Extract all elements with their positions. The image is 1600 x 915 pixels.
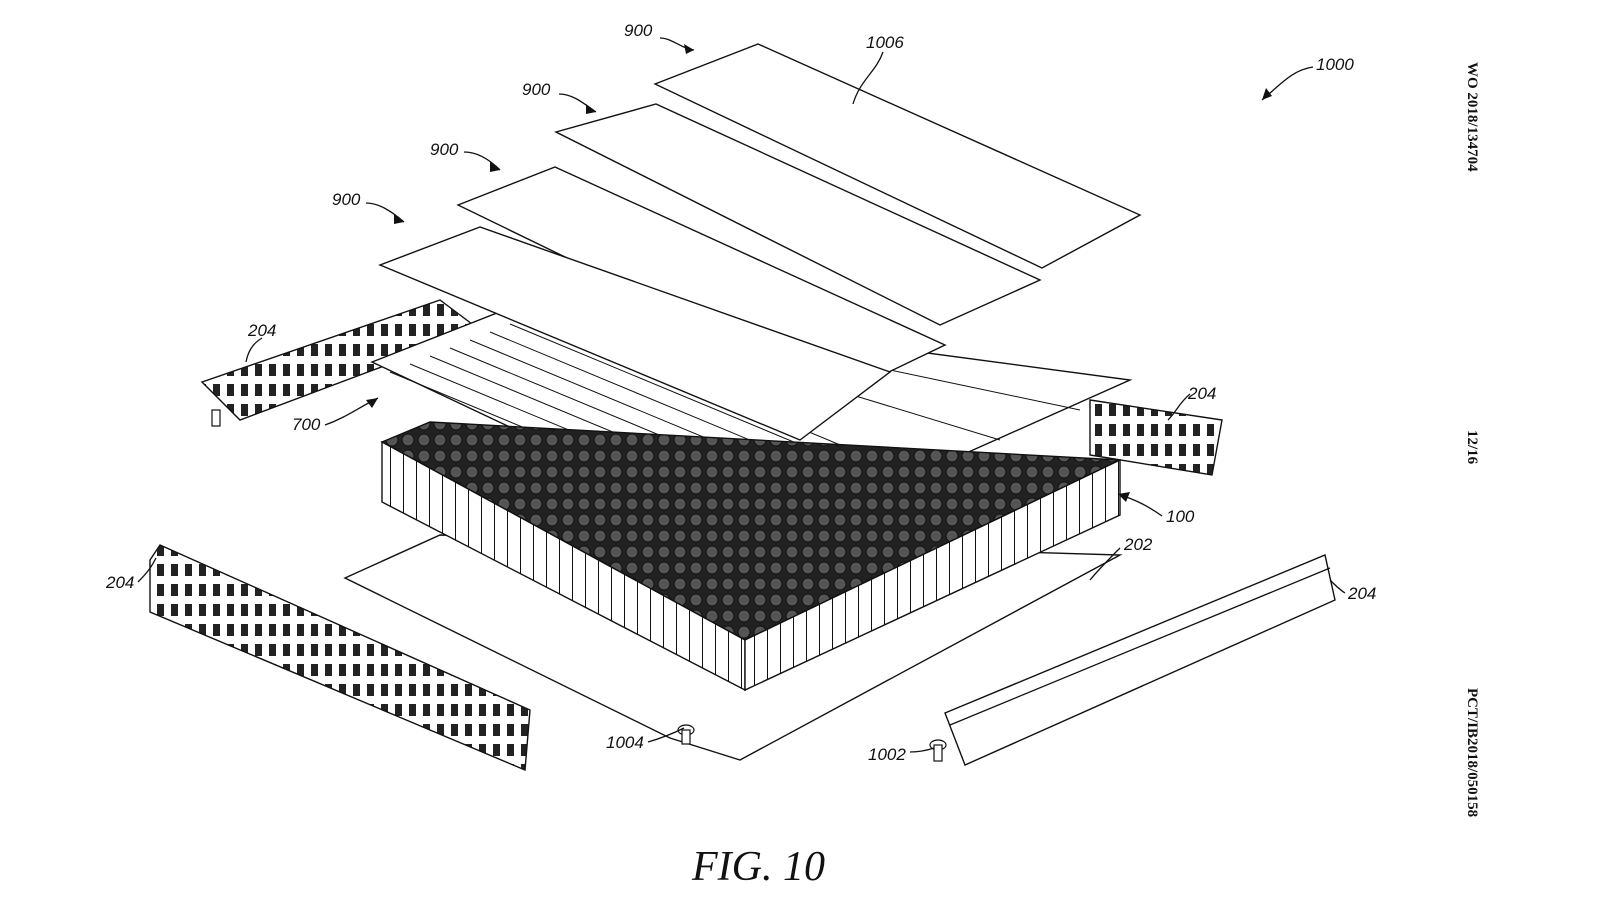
label-204-d: 204 (1347, 584, 1376, 603)
fastener-left-rail (211, 409, 221, 427)
label-700: 700 (292, 415, 321, 434)
fastener-1004 (677, 724, 695, 745)
label-100: 100 (1166, 507, 1195, 526)
leader-lines (137, 37, 1346, 753)
label-1000: 1000 (1316, 55, 1354, 74)
cover-plate-4 (378, 226, 892, 441)
top-cover-plate (653, 43, 1142, 269)
label-1004: 1004 (606, 733, 644, 752)
side-rail-right-lower (944, 554, 1336, 766)
side-rail-left-lower (149, 544, 531, 772)
sheet-number: 12/16 (1464, 430, 1480, 465)
label-204-c: 204 (105, 573, 134, 592)
label-1002: 1002 (868, 745, 906, 764)
side-rail-right-upper (1089, 399, 1223, 476)
label-900-a: 900 (624, 21, 653, 40)
cover-plate-2 (554, 103, 1042, 326)
label-1006: 1006 (866, 33, 904, 52)
label-202: 202 (1123, 535, 1153, 554)
label-900-c: 900 (430, 140, 459, 159)
application-number: PCT/IB2018/050158 (1464, 688, 1480, 817)
fastener-1002 (929, 739, 947, 762)
label-204-a: 204 (247, 321, 276, 340)
label-204-b: 204 (1187, 384, 1216, 403)
cell-array-front-right (744, 458, 1121, 692)
publication-number: WO 2018/134704 (1464, 62, 1480, 172)
label-900-d: 900 (332, 190, 361, 209)
leader-arrowheads (366, 44, 1272, 502)
rail-edge-line (949, 567, 1331, 726)
figure-caption: FIG. 10 (691, 844, 825, 890)
label-900-b: 900 (522, 80, 551, 99)
